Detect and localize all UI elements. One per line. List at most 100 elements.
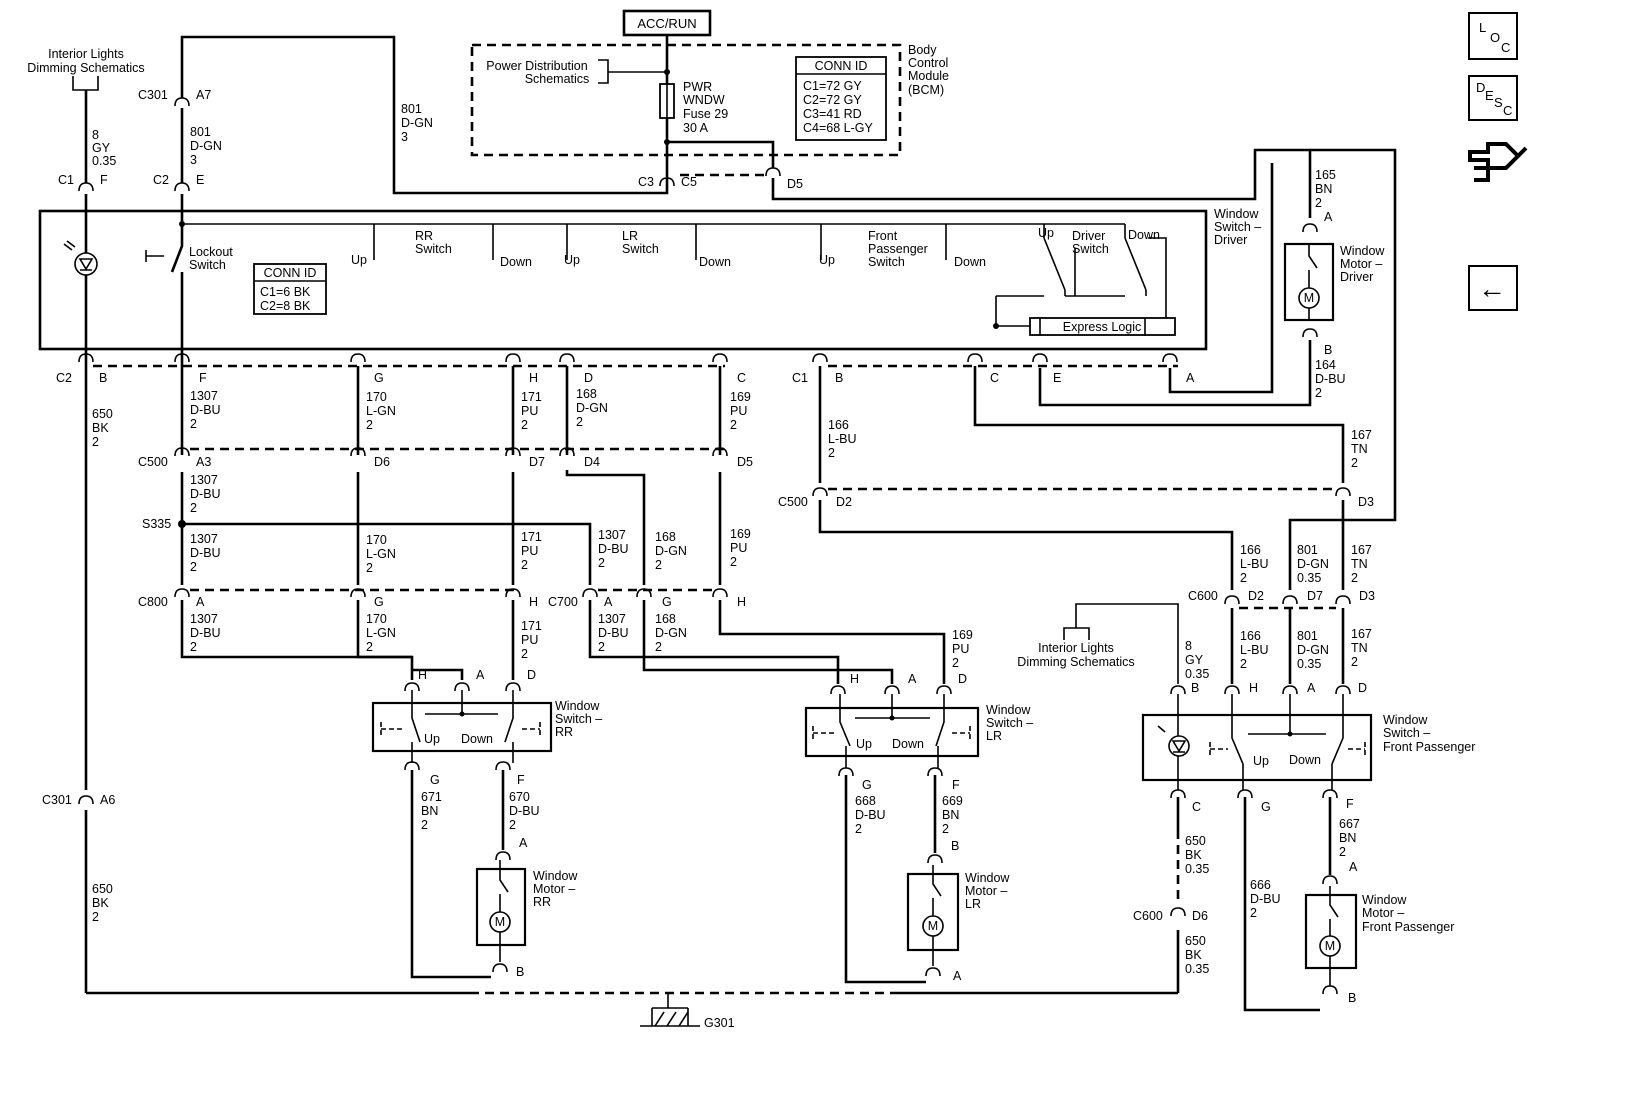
wire-label: 2 bbox=[509, 818, 516, 832]
wire-label: A bbox=[1186, 371, 1195, 385]
ground-g301-icon: G301 bbox=[640, 993, 735, 1030]
connector-terminal bbox=[505, 588, 521, 598]
svg-text:Motor –: Motor – bbox=[533, 882, 575, 896]
down-label: Down bbox=[500, 255, 532, 269]
wire-label: 2 bbox=[1315, 386, 1322, 400]
svg-text:Switch: Switch bbox=[189, 258, 226, 272]
dimming-lamp-icon bbox=[63, 194, 98, 366]
wire-label: 164 bbox=[1315, 358, 1336, 372]
acc-run-box: ACC/RUN bbox=[622, 9, 712, 37]
express-logic-block: Express Logic bbox=[993, 237, 1176, 336]
wire-label: 171 bbox=[521, 390, 542, 404]
wire-label: D bbox=[1358, 681, 1367, 695]
wire-label: D2 bbox=[1248, 589, 1264, 603]
loc-c: C bbox=[1501, 40, 1511, 55]
connector-view-icon[interactable] bbox=[1466, 134, 1528, 186]
connector-terminal bbox=[1237, 789, 1253, 799]
connector-terminal bbox=[1335, 595, 1351, 605]
wire-label: 170 bbox=[366, 612, 387, 626]
wire-label: 2 bbox=[190, 417, 197, 431]
wire-label: F bbox=[517, 773, 525, 787]
connector-terminal bbox=[174, 447, 190, 457]
wire-169-lr bbox=[718, 366, 946, 684]
wire-label: B bbox=[951, 839, 959, 853]
wire-label: C5 bbox=[681, 175, 697, 189]
wire-167-fp bbox=[973, 366, 1345, 483]
wire-label: D-GN bbox=[655, 626, 687, 640]
wire-label: 2 bbox=[1240, 571, 1247, 585]
wire-label: 2 bbox=[1315, 196, 1322, 210]
description-button[interactable]: D E S C bbox=[1468, 75, 1518, 121]
wire-label: 669 bbox=[942, 794, 963, 808]
wire-label: A3 bbox=[196, 455, 211, 469]
wire-label: 2 bbox=[942, 822, 949, 836]
window-switch-driver-box bbox=[38, 209, 1208, 351]
wire-label: A bbox=[519, 836, 528, 850]
svg-text:LR: LR bbox=[965, 897, 981, 911]
wire-label: 2 bbox=[190, 501, 197, 515]
connector-terminal bbox=[174, 182, 190, 192]
connector-terminal bbox=[925, 967, 941, 977]
location-button[interactable]: L O C bbox=[1468, 12, 1518, 60]
svg-text:Switch: Switch bbox=[868, 255, 905, 269]
wire-label: D-GN bbox=[401, 116, 433, 130]
svg-text:M: M bbox=[1325, 939, 1335, 953]
wire-label: C700 bbox=[548, 595, 578, 609]
wire-801-feed bbox=[180, 35, 641, 195]
wire-label: C3 bbox=[638, 175, 654, 189]
wire-label: 170 bbox=[366, 533, 387, 547]
driver-switch-label: Driver Switch bbox=[1072, 229, 1109, 256]
connector-terminal bbox=[350, 588, 366, 598]
window-switch-lr: Up Down Window Switch – LR bbox=[804, 694, 1033, 768]
window-motor-driver: M Window Motor – Driver bbox=[1283, 242, 1385, 322]
connector-terminal bbox=[1302, 328, 1318, 338]
connector-terminal bbox=[350, 447, 366, 457]
wire-164-driver bbox=[1038, 340, 1312, 407]
wire-label: D5 bbox=[737, 455, 753, 469]
wire-label: L-GN bbox=[366, 547, 396, 561]
wire-label: TN bbox=[1351, 442, 1368, 456]
wire-label: PU bbox=[521, 544, 538, 558]
wire-label: D4 bbox=[584, 455, 600, 469]
connector-terminal bbox=[492, 963, 508, 973]
wire-label: D3 bbox=[1358, 495, 1374, 509]
wire-label: 650 bbox=[92, 882, 113, 896]
svg-text:Switch –: Switch – bbox=[1214, 220, 1261, 234]
wire-label: C2 bbox=[153, 173, 169, 187]
svg-text:CONN ID: CONN ID bbox=[815, 59, 868, 73]
wire-label: F bbox=[100, 173, 108, 187]
connector-terminal bbox=[712, 353, 728, 363]
svg-text:Dimming Schematics: Dimming Schematics bbox=[1017, 655, 1134, 669]
wire-label: E bbox=[196, 173, 204, 187]
wire-label: D bbox=[584, 371, 593, 385]
connector-terminal bbox=[830, 685, 846, 695]
svg-text:Motor –: Motor – bbox=[965, 884, 1007, 898]
wire-label: 0.35 bbox=[1185, 667, 1209, 681]
wire-label: D-BU bbox=[598, 626, 629, 640]
wire-label: B bbox=[1324, 343, 1332, 357]
svg-text:Motor –: Motor – bbox=[1362, 906, 1404, 920]
connector-terminal bbox=[495, 851, 511, 861]
wire-label: 2 bbox=[598, 640, 605, 654]
wire-label: BK bbox=[92, 896, 109, 910]
wire-label: A bbox=[1307, 681, 1316, 695]
connector-terminal bbox=[404, 761, 420, 771]
connector-terminal bbox=[505, 682, 521, 692]
connector-terminal bbox=[765, 167, 781, 177]
connector-terminal bbox=[967, 353, 983, 363]
connector-terminal bbox=[454, 682, 470, 692]
down-label: Down bbox=[954, 255, 986, 269]
connector-terminal bbox=[404, 682, 420, 692]
wire-label: L-GN bbox=[366, 626, 396, 640]
wire-label: D-GN bbox=[576, 401, 608, 415]
fuse-29: PWR WNDW Fuse 29 30 A bbox=[659, 35, 775, 178]
wire-label: 666 bbox=[1250, 878, 1271, 892]
wire-label: BN bbox=[421, 804, 438, 818]
back-button[interactable]: ← bbox=[1468, 265, 1518, 311]
window-switch-fp: Up Down Window Switch – Front Passenger bbox=[1141, 694, 1475, 790]
svg-text:C1=72 GY: C1=72 GY bbox=[803, 79, 862, 93]
svg-text:Switch –: Switch – bbox=[555, 712, 602, 726]
wire-label: D-GN bbox=[655, 544, 687, 558]
svg-text:LR: LR bbox=[622, 229, 638, 243]
wire-label: 166 bbox=[1240, 543, 1261, 557]
